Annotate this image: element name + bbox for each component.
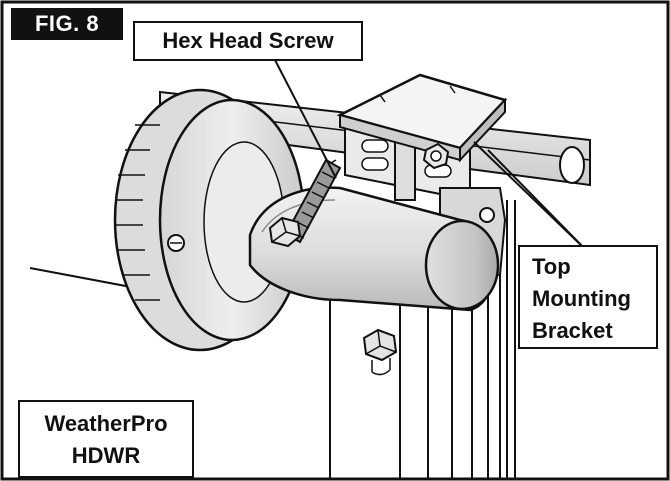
model-label: WeatherPro HDWR <box>18 400 194 478</box>
vertical-track <box>329 200 516 478</box>
model-variant: HDWR <box>71 443 141 468</box>
model-name: WeatherPro <box>44 411 168 436</box>
hex-head-screw-callout: Hex Head Screw <box>133 21 363 61</box>
callout-line-1: Top <box>532 254 571 279</box>
track-bolt <box>362 328 398 376</box>
callout-line-2: Mounting <box>532 286 631 311</box>
hex-screw-leader <box>274 59 337 179</box>
hex-head-screw <box>268 158 342 248</box>
top-mounting-bracket-callout: Top Mounting Bracket <box>518 245 658 349</box>
bracket-bolt <box>422 142 450 170</box>
side-plate-screw <box>479 207 495 223</box>
mounting-bracket <box>336 73 508 202</box>
bracket-leader-2 <box>487 149 585 249</box>
callout-line-3: Bracket <box>532 318 613 343</box>
figure-tag: FIG. 8 <box>11 8 123 40</box>
